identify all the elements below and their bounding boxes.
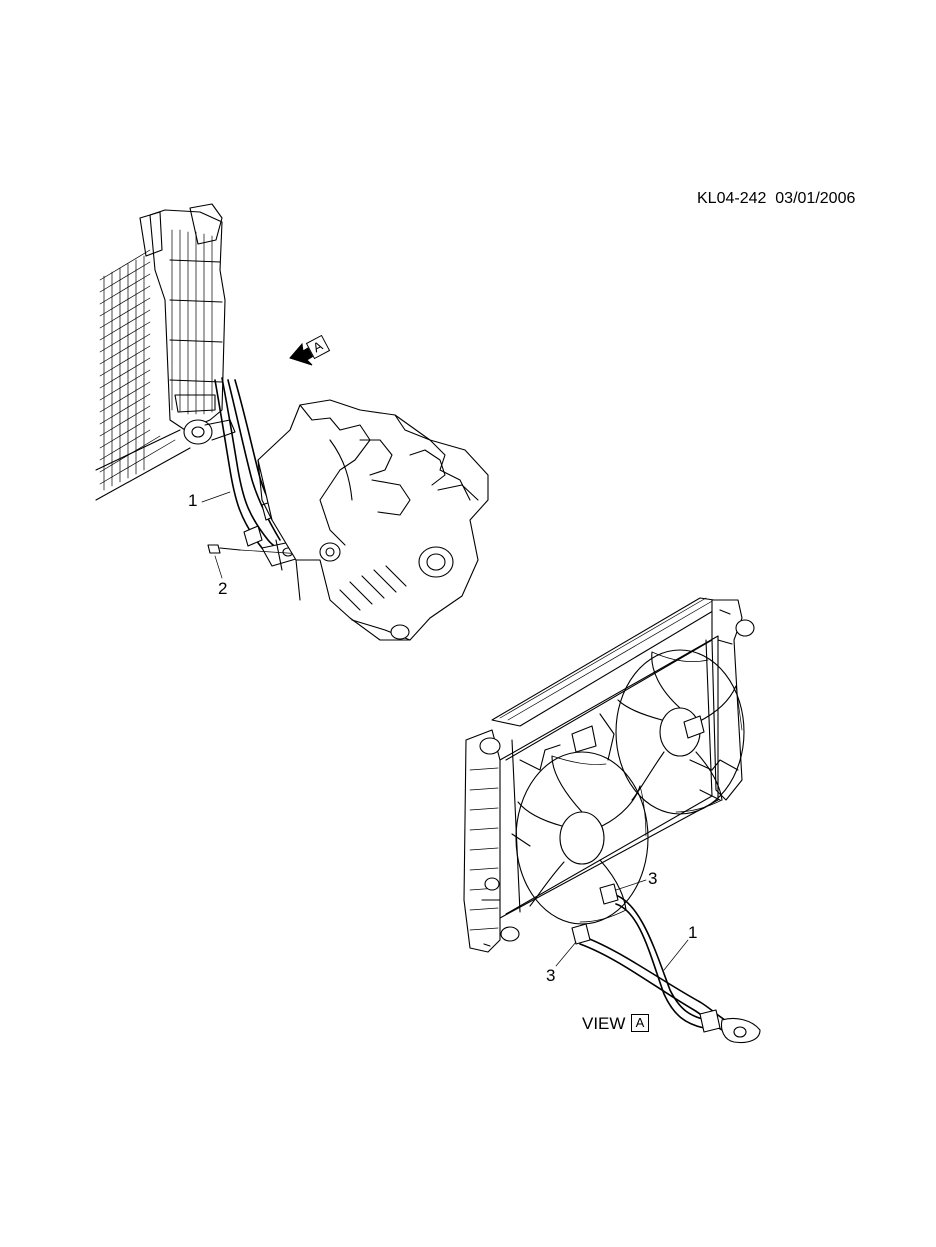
radiator-left-tank [463, 729, 501, 953]
view-a-label-box: A [631, 1014, 649, 1032]
callout-top-hose: 1 [188, 491, 198, 510]
leader-top-hose [201, 491, 231, 503]
fan-lower [515, 751, 649, 925]
leader-top-bolt [214, 555, 223, 579]
radiator-fan-assembly [463, 597, 755, 953]
transaxle [257, 399, 489, 641]
leader-clamp-lower [555, 941, 577, 967]
callout-top-bolt: 2 [218, 579, 228, 598]
diagram-date: 03/01/2006 [775, 190, 856, 207]
radiator-side-view [95, 203, 236, 501]
view-a-label: VIEW [582, 1014, 625, 1034]
radiator-core-fins [95, 249, 191, 501]
callout-bottom-hose: 1 [688, 923, 698, 942]
callout-clamp-upper: 3 [648, 869, 658, 888]
view-word: VIEW [582, 1014, 626, 1033]
diagram-id-header: KL04-242 03/01/2006 [697, 190, 855, 208]
callout-clamp-lower: 3 [546, 966, 556, 985]
hose-end-bracket [720, 1017, 761, 1044]
hose-clamp-lower [571, 923, 591, 945]
hose-clamp-upper [599, 883, 619, 905]
diagram-code: KL04-242 [697, 190, 767, 207]
radiator-tank [149, 209, 226, 431]
drain-plug [183, 419, 213, 445]
cooler-hoses-bottom [571, 883, 761, 1044]
leader-bottom-hose [663, 939, 689, 971]
leader-clamp-upper [615, 879, 647, 891]
